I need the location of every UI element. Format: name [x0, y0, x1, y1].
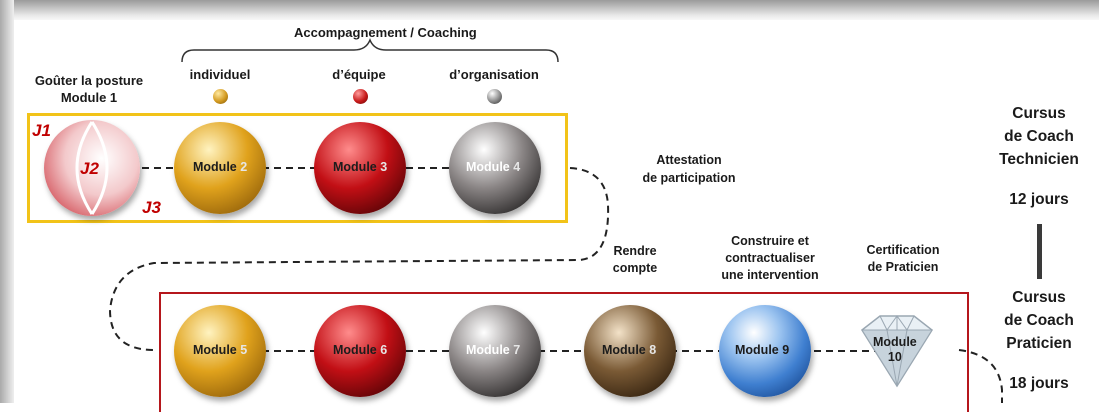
milestone-attestation-line1: Attestation — [656, 153, 722, 167]
module-2-sphere — [174, 122, 266, 214]
coaching-type-individuel: individuel — [189, 67, 251, 82]
module-6-label: Module 6 — [333, 343, 388, 357]
milestone-construire-line1: Construire et — [731, 234, 809, 248]
cursus-technicien-days: 12 jours — [1009, 191, 1069, 208]
day-j2: J2 — [80, 159, 99, 178]
module-5-label: Module 5 — [193, 343, 248, 357]
module-4-label: Module 4 — [466, 160, 521, 174]
cursus-technicien-line3: Technicien — [999, 151, 1079, 168]
module-7-sphere — [449, 305, 541, 397]
s-connector — [108, 167, 610, 351]
module-9-label: Module 9 — [735, 343, 790, 357]
module-1-sphere — [44, 120, 140, 216]
dot-organisation — [487, 89, 502, 104]
module-10-label: Module 10 — [873, 335, 917, 364]
day-j3: J3 — [142, 198, 161, 217]
coaching-type-organisation: d’organisation — [449, 67, 539, 82]
milestone-rendre-line1: Rendre — [613, 244, 657, 258]
day-j1: J1 — [32, 121, 51, 140]
cursus-praticien-days: 18 jours — [1009, 375, 1069, 392]
milestone-certification-line1: Certification — [866, 243, 940, 257]
module-7-label: Module 7 — [466, 343, 521, 357]
module-8-label: Module 8 — [602, 343, 657, 357]
cursus-technicien-line2: de Coach — [1004, 128, 1074, 145]
coaching-type-equipe: d’équipe — [332, 67, 386, 82]
dot-individuel — [213, 89, 228, 104]
module-4-sphere — [449, 122, 541, 214]
cursus-praticien-line2: de Coach — [1004, 312, 1074, 329]
cursus-praticien-line1: Cursus — [1012, 289, 1066, 306]
module-3-sphere — [314, 122, 406, 214]
frame-shadow-left — [0, 0, 14, 403]
coaching-brace — [181, 37, 559, 63]
technicien-box — [27, 113, 568, 223]
cursus-separator — [1037, 224, 1042, 279]
frame-shadow — [0, 0, 1099, 22]
module-3-label: Module 3 — [333, 160, 388, 174]
milestone-construire-line2: contractualiser — [725, 251, 815, 265]
praticien-box — [159, 292, 969, 412]
intro-line2: Module 1 — [60, 90, 118, 105]
module-6-sphere — [314, 305, 406, 397]
milestone-rendre-line2: compte — [612, 261, 658, 275]
module-5-sphere — [174, 305, 266, 397]
coaching-header: Accompagnement / Coaching — [294, 25, 477, 40]
cursus-technicien-line1: Cursus — [1012, 105, 1066, 122]
milestone-construire-line3: une intervention — [721, 268, 819, 282]
exit-connector — [958, 349, 1003, 403]
diagram-canvas: Accompagnement / Coaching individuel d’é… — [14, 20, 1099, 412]
module-9-sphere — [719, 305, 811, 397]
milestone-attestation-line2: de participation — [642, 171, 736, 185]
milestone-certification-line2: de Praticien — [867, 260, 939, 274]
module-1-segments — [75, 121, 109, 215]
dot-equipe — [353, 89, 368, 104]
module-8-sphere — [584, 305, 676, 397]
diamond-icon — [861, 315, 933, 388]
intro-line1: Goûter la posture — [34, 73, 144, 88]
cursus-praticien-line3: Praticien — [1006, 335, 1072, 352]
module-2-label: Module 2 — [193, 160, 248, 174]
